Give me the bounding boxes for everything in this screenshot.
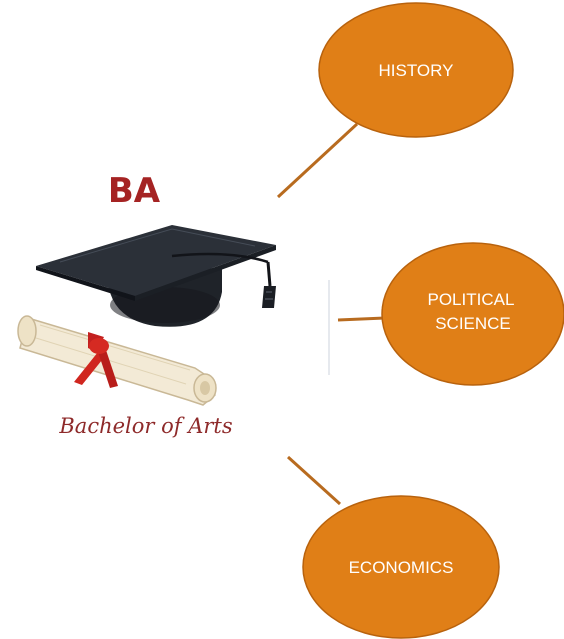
node-political-science: POLITICAL SCIENCE [381, 242, 564, 386]
connector-history [276, 122, 359, 199]
node-history-line-1: HISTORY [379, 61, 454, 80]
node-history-bubble [318, 2, 514, 138]
graduation-cap-icon [17, 225, 276, 406]
connector-political-science [337, 316, 387, 322]
node-history-label: HISTORY [379, 61, 454, 80]
badge-title: BA [108, 171, 161, 211]
node-political-science-label: POLITICAL SCIENCE [427, 290, 518, 333]
node-economics-label: ECONOMICS [349, 558, 454, 577]
node-political-science-line-1: POLITICAL [427, 290, 513, 309]
badge-caption: Bachelor of Arts [58, 414, 232, 438]
node-economics: ECONOMICS [302, 495, 500, 639]
node-economics-bubble [302, 495, 500, 639]
node-history: HISTORY [318, 2, 514, 138]
diploma-scroll-icon [17, 315, 217, 406]
node-political-science-bubble [381, 242, 564, 386]
connector-economics [286, 455, 342, 506]
ba-badge: BA [17, 171, 276, 438]
node-political-science-line-2: SCIENCE [435, 314, 511, 333]
node-economics-line-1: ECONOMICS [349, 558, 454, 577]
